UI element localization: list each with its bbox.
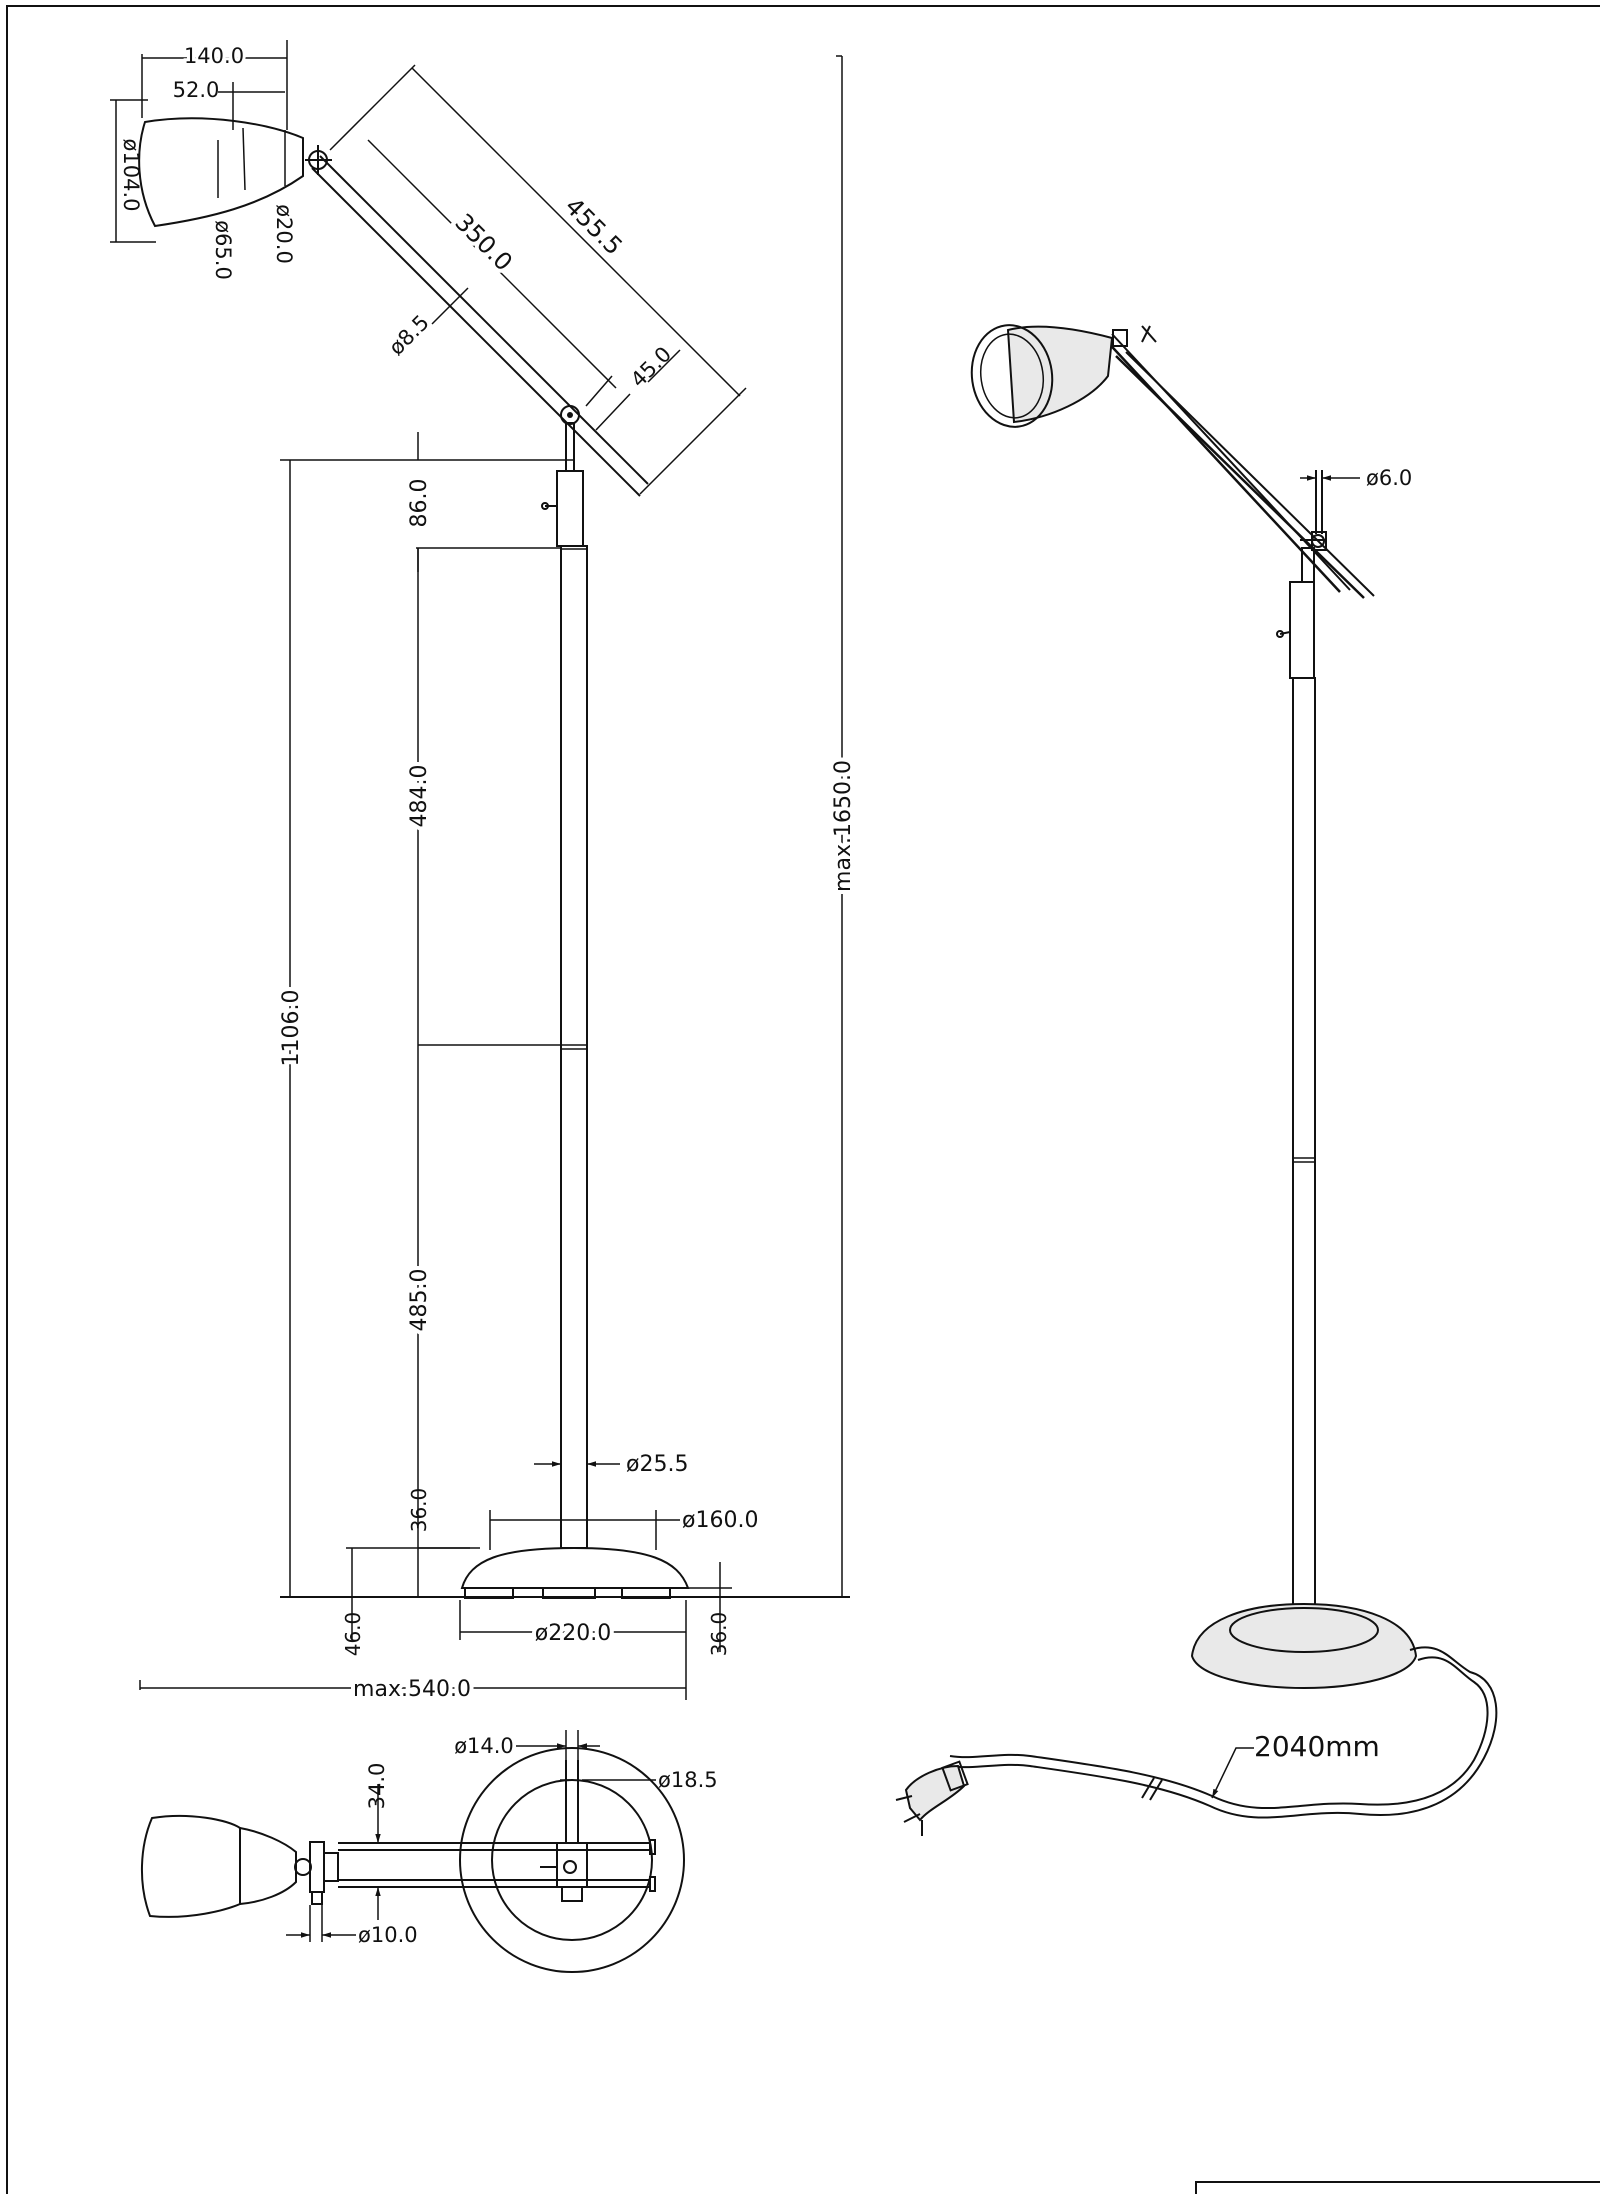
dim-base-diameter: ø220.0 xyxy=(535,1621,611,1646)
persp-shade xyxy=(1006,325,1114,424)
dim-base-height: 46.0 xyxy=(341,1612,365,1657)
dim-shade-diameter: ø104.0 xyxy=(119,139,143,212)
dim-arm-spacing: 34.0 xyxy=(365,1763,389,1810)
dim-base-top-height: 36.0 xyxy=(407,1488,431,1533)
dim-top-section: 86.0 xyxy=(407,479,432,528)
pole-adjuster xyxy=(556,470,584,547)
dim-knob-diameter: ø10.0 xyxy=(358,1923,418,1947)
persp-arm-1 xyxy=(1101,335,1341,593)
dim-shade-neck-diameter: ø65.0 xyxy=(211,220,235,280)
persp-base xyxy=(1190,1602,1418,1690)
title-block-frame xyxy=(1195,2181,1600,2194)
front-base xyxy=(460,1546,690,1589)
dim-cable-length: 2040mm xyxy=(1254,1730,1380,1763)
dim-pole-height: 1106.0 xyxy=(279,990,304,1067)
persp-plug xyxy=(904,1764,966,1822)
sheet-border xyxy=(6,5,1600,2194)
front-view: 140.0 52.0 ø104.0 ø65.0 ø20.0 455.5 350.… xyxy=(110,40,860,1706)
shade-seam xyxy=(242,127,246,191)
top-head-knob xyxy=(294,1858,312,1876)
dim-lower-tube: 485.0 xyxy=(407,1269,432,1332)
dim-clamp-width: ø14.0 xyxy=(454,1734,514,1758)
dim-clamp-outer: ø18.5 xyxy=(658,1768,718,1792)
dim-pole-diameter: ø25.5 xyxy=(626,1452,688,1477)
dim-joint-diameter: ø20.0 xyxy=(272,204,296,264)
front-arm-upper xyxy=(319,155,649,485)
persp-shade-opening xyxy=(970,324,1054,428)
persp-arm-2 xyxy=(1115,355,1365,599)
perspective-view: ø6.0 2040mm xyxy=(895,324,1498,1836)
front-shade xyxy=(138,117,304,228)
dim-shade-width: 140.0 xyxy=(184,44,244,68)
top-shade xyxy=(140,1814,241,1918)
dim-max-height: max.1650.0 xyxy=(831,760,856,892)
persp-adjuster xyxy=(1289,581,1315,679)
top-base-outer xyxy=(459,1747,685,1973)
top-base-inner xyxy=(491,1779,653,1941)
dim-max-reach: max.540.0 xyxy=(353,1677,471,1702)
dim-base-top-diameter: ø160.0 xyxy=(682,1508,758,1533)
dim-shade-rear-width: 52.0 xyxy=(173,78,220,102)
persp-cable xyxy=(949,1646,1498,1819)
top-view: ø14.0 ø18.5 34.0 ø10.0 xyxy=(140,1730,718,1973)
dim-arm-length: 350.0 xyxy=(449,208,517,276)
dim-arm-offset: 45.0 xyxy=(626,342,676,392)
front-pole xyxy=(560,545,588,1549)
dim-rod-diameter: ø6.0 xyxy=(1366,466,1412,490)
dim-upper-tube: 484.0 xyxy=(407,765,432,828)
dim-foot-height: 36.0 xyxy=(707,1612,731,1657)
dim-arm-diameter: ø8.5 xyxy=(384,310,434,360)
